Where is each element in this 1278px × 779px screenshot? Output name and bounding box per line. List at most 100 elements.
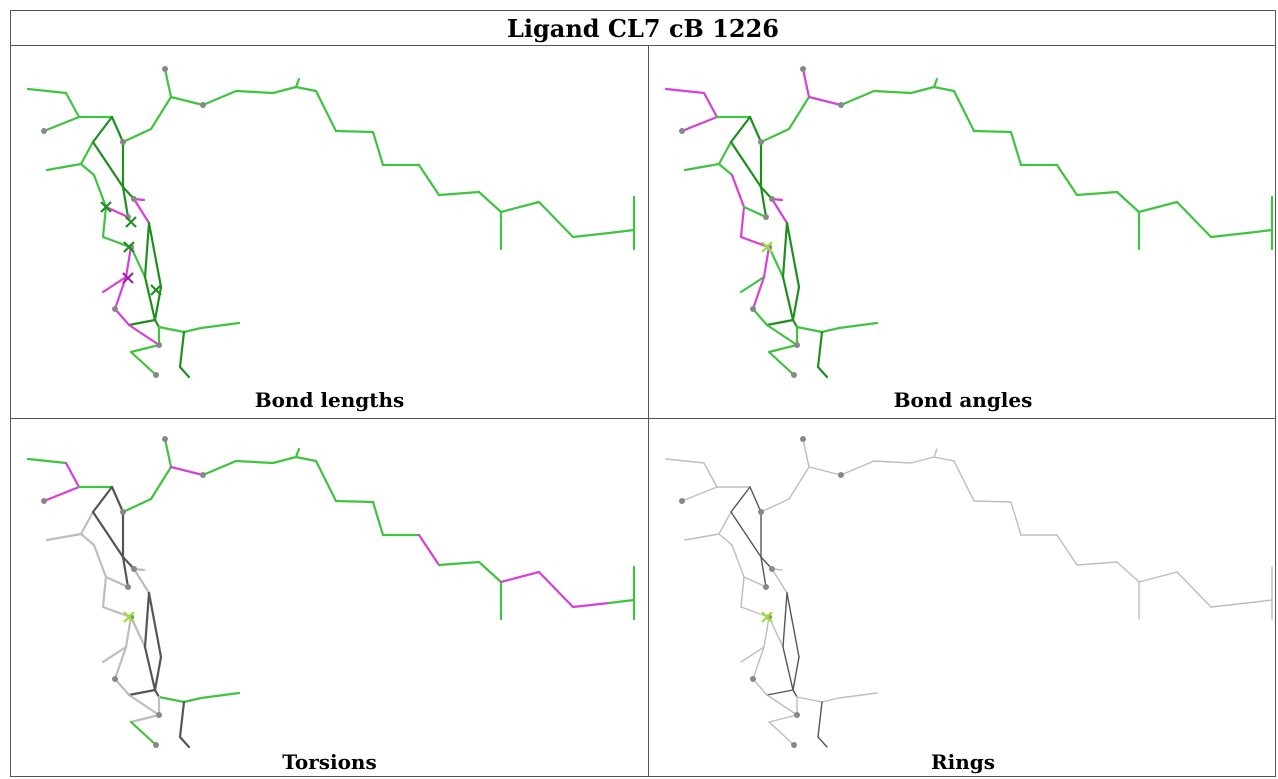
bond-line [932, 85, 956, 93]
caption-torsions: Torsions [282, 750, 377, 774]
bond-line [749, 486, 762, 513]
bond-line [838, 692, 878, 699]
atom-dot [750, 676, 756, 682]
bond-line [157, 695, 186, 704]
bond-line [127, 318, 157, 327]
bond-line [132, 567, 151, 595]
molecule-view-bond-lengths [26, 66, 636, 379]
bond-line [104, 575, 130, 589]
bond-line [371, 500, 385, 537]
metal-atom-marker [761, 611, 773, 623]
atom-dot [112, 306, 118, 312]
bond-line [752, 646, 765, 680]
panel-rings: Rings [649, 419, 1277, 777]
bond-line [791, 318, 799, 329]
atom-dot [131, 566, 137, 572]
bond-line [113, 307, 131, 327]
bond-line [417, 533, 441, 567]
bond-line [782, 646, 794, 691]
bond-line [147, 221, 163, 289]
bond-line [1115, 190, 1141, 214]
bond-line [729, 140, 763, 189]
atom-dot [791, 372, 797, 378]
bond-line [113, 677, 131, 697]
bond-line [45, 532, 83, 542]
row-divider [11, 418, 1275, 419]
bond-line [808, 466, 842, 476]
bond-line [149, 95, 173, 131]
bond-line [294, 455, 318, 463]
atom-dot [153, 742, 159, 748]
bond-line [294, 77, 301, 89]
molecule-view-rings [665, 436, 1273, 748]
bond-line [334, 499, 375, 504]
atom-dot [763, 214, 769, 220]
bond-line [92, 173, 108, 209]
bond-line [91, 485, 114, 514]
bond-line [1175, 200, 1213, 239]
atom-dot [131, 196, 137, 202]
bond-line [782, 592, 788, 648]
bond-line [129, 720, 158, 747]
bond-line [703, 462, 718, 488]
bond-line [787, 95, 811, 131]
atom-dot [794, 342, 800, 348]
bond-line [664, 87, 706, 95]
column-divider [648, 46, 649, 777]
bond-line [730, 173, 746, 209]
bond-line [234, 459, 275, 465]
bond-line [163, 67, 173, 99]
bond-line [147, 591, 163, 659]
bond-line [124, 615, 133, 649]
bond-line [110, 485, 125, 514]
bond-line [271, 85, 298, 95]
atom-dot [758, 139, 764, 145]
bond-line [740, 646, 765, 663]
bond-line [113, 645, 128, 681]
bond-line [729, 115, 752, 144]
atom-dot [41, 128, 47, 134]
bond-line [121, 185, 130, 219]
nitrogen-marker [125, 216, 137, 228]
bond-line [909, 85, 936, 95]
atom-dot [120, 509, 126, 515]
bond-line [42, 485, 81, 503]
bond-line [795, 325, 824, 334]
bond-line [785, 221, 801, 289]
bond-line [104, 205, 130, 219]
atom-dot [800, 66, 806, 72]
atom-dot [162, 66, 168, 72]
bond-line [132, 197, 151, 225]
atom-dot [800, 436, 806, 442]
bond-line [178, 330, 186, 369]
bond-line [680, 115, 719, 133]
bond-line [702, 91, 719, 119]
bond-line [101, 645, 128, 664]
bond-line [437, 560, 481, 567]
bond-line [437, 190, 481, 197]
bond-line [182, 326, 203, 334]
bond-line [499, 570, 541, 584]
bond-line [717, 162, 734, 177]
atom-dot [838, 102, 844, 108]
bond-line [792, 656, 800, 691]
atom-dot [791, 742, 797, 748]
bond-line [201, 459, 238, 477]
ligand-validation-table: Ligand CL7 cB 1226 Bond lengths Bond ang… [10, 10, 1276, 777]
table-title: Ligand CL7 cB 1226 [11, 11, 1275, 46]
metal-atom-marker [123, 241, 135, 253]
bond-line [477, 190, 503, 214]
bond-line [178, 365, 191, 379]
bond-line [683, 162, 721, 172]
atom-dot [162, 436, 168, 442]
atom-dot [750, 306, 756, 312]
bond-line [817, 736, 828, 748]
bond-line [571, 231, 611, 239]
bond-line [872, 89, 913, 95]
bond-line [1137, 200, 1179, 214]
bond-line [371, 130, 385, 167]
bond-line [748, 115, 763, 144]
bond-line [129, 350, 158, 377]
bond-line [759, 127, 791, 144]
bond-line [665, 458, 705, 464]
